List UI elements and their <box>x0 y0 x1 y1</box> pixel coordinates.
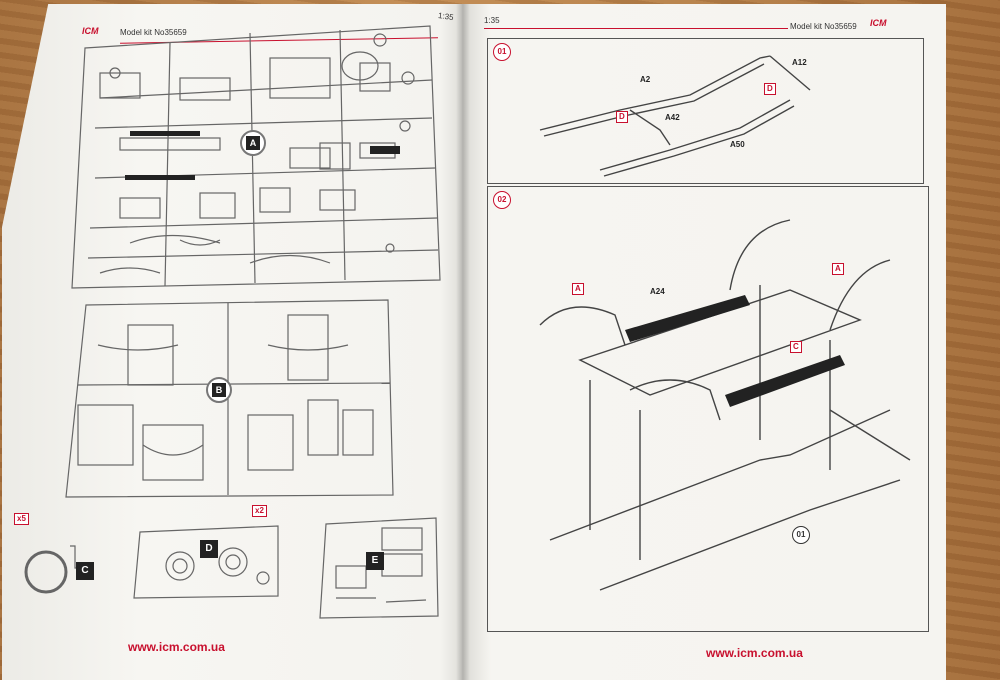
left-model-kit-header: Model kit No35659 <box>120 28 187 37</box>
step-02-panel <box>487 186 929 632</box>
left-icm-logo: ICM <box>82 26 99 36</box>
step-02-tag-a-left: A <box>572 283 584 295</box>
part-a24-label: A24 <box>650 287 665 296</box>
sprue-c-drawing <box>24 545 90 594</box>
sprue-a-marker: A <box>240 130 266 156</box>
part-a12-label: A12 <box>792 58 807 67</box>
sprue-e-label: E <box>366 552 384 570</box>
step-02-drawing <box>539 219 911 591</box>
step-01-number: 01 <box>493 43 511 61</box>
step-01-panel <box>487 38 924 184</box>
step-02-ref-01: 01 <box>792 526 810 544</box>
left-page-url: www.icm.com.ua <box>128 640 225 654</box>
book-gutter <box>456 4 470 680</box>
right-page <box>462 4 946 680</box>
sprue-b-drawing <box>65 299 394 498</box>
sprue-a-drawing <box>71 25 441 289</box>
step-01-drawing <box>539 55 811 177</box>
right-icm-logo: ICM <box>870 18 887 28</box>
step-02-tag-c: C <box>790 341 802 353</box>
step-01-tag-d-right: D <box>764 83 776 95</box>
step-01-tag-d-left: D <box>616 111 628 123</box>
sprue-e-drawing <box>319 517 439 619</box>
sprue-b-marker: B <box>206 377 232 403</box>
step-02-tag-a-right: A <box>832 263 844 275</box>
sprue-d-label: D <box>200 540 218 558</box>
part-a2-label: A2 <box>640 75 651 84</box>
part-a50-label: A50 <box>730 140 745 149</box>
part-a42-label: A42 <box>665 113 680 122</box>
right-scale-label: 1:35 <box>484 16 500 25</box>
right-header-rule <box>484 28 788 29</box>
right-page-url: www.icm.com.ua <box>706 646 803 660</box>
sprue-c-multiplier: x5 <box>14 513 29 525</box>
right-model-kit-header: Model kit No35659 <box>790 22 857 31</box>
step-02-number: 02 <box>493 191 511 209</box>
sprue-d-drawing <box>133 525 279 599</box>
sprue-c-label: C <box>76 562 94 580</box>
sprue-d-multiplier: x2 <box>252 505 267 517</box>
